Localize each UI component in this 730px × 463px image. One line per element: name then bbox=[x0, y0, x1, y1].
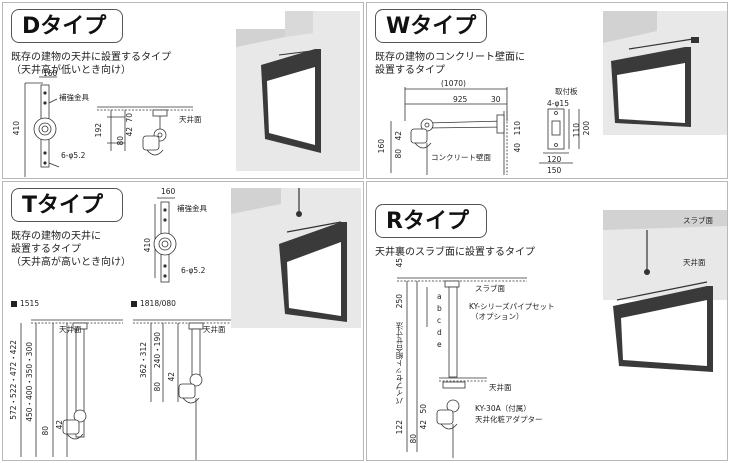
w-dim-40: 40 bbox=[513, 143, 522, 153]
r-type-drawings bbox=[397, 210, 727, 458]
w-dim-1070: (1070) bbox=[441, 79, 466, 88]
d-label-ceiling: 天井面 bbox=[179, 115, 202, 124]
t-dim-42b: 42 bbox=[167, 372, 176, 382]
t-model-b: 1818/080 bbox=[131, 299, 176, 308]
w-type-panel: Wタイプ 既存の建物のコンクリート壁面に 設置するタイプ bbox=[366, 2, 728, 179]
t-type-drawings bbox=[20, 188, 361, 460]
d-type-panel: Dタイプ 既存の建物の天井に設置するタイプ （天井高が低いとき向け） bbox=[2, 2, 364, 179]
r-type-panel: Rタイプ 天井裏のスラブ面に設置するタイプ bbox=[366, 181, 728, 461]
r-label-option: （オプション） bbox=[471, 312, 524, 321]
t-label-reinforce: 補強金具 bbox=[177, 204, 207, 213]
w-label-hole: 4-φ15 bbox=[547, 99, 569, 108]
d-type-description: 既存の建物の天井に設置するタイプ （天井高が低いとき向け） bbox=[11, 52, 171, 76]
r-letter-b: b bbox=[437, 304, 442, 313]
d-label-reinforce: 補強金具 bbox=[59, 93, 89, 102]
r-label-pipe-side: パイプセット組合せ寸法 bbox=[395, 322, 404, 405]
r-label-adapter: 天井化粧アダプター bbox=[475, 415, 543, 424]
t-dim-160: 160 bbox=[161, 187, 176, 196]
r-label-ceiling: 天井面 bbox=[489, 383, 512, 392]
t-label-ceiling-a: 天井面 bbox=[59, 325, 82, 334]
r-dim-250: 250 bbox=[395, 294, 404, 309]
d-dim-192: 192 bbox=[94, 123, 103, 138]
r-letter-d: d bbox=[437, 328, 442, 337]
d-label-hole: 6-φ5.2 bbox=[61, 151, 86, 160]
r-letter-c: c bbox=[437, 316, 442, 325]
r-letter-a: a bbox=[437, 292, 442, 301]
d-type-title: Dタイプ bbox=[11, 9, 123, 43]
r-dim-50: 50 bbox=[419, 404, 428, 414]
r-letter-e: e bbox=[437, 340, 442, 349]
w-dim-200: 200 bbox=[582, 121, 591, 136]
t-dim-42: 42 bbox=[55, 420, 64, 430]
d-dim-70: 70 bbox=[125, 113, 134, 123]
r-dim-42: 42 bbox=[419, 420, 428, 430]
w-dim-160: 160 bbox=[377, 139, 386, 154]
d-dim-160: 160 bbox=[43, 69, 58, 78]
r-label-slab-photo: スラブ面 bbox=[683, 216, 713, 225]
w-dim-110a: 110 bbox=[513, 121, 522, 136]
r-type-description: 天井裏のスラブ面に設置するタイプ bbox=[375, 247, 535, 258]
r-type-title: Rタイプ bbox=[375, 204, 487, 238]
r-dim-122: 122 bbox=[395, 420, 404, 435]
r-label-pipe-set: KY-シリーズパイプセット bbox=[469, 302, 555, 311]
t-label-hole: 6-φ5.2 bbox=[181, 266, 206, 275]
r-label-ky30a: KY-30A（付属） bbox=[475, 404, 531, 413]
r-label-ceiling-photo: 天井面 bbox=[683, 258, 706, 267]
t-dim-c: 362・312 bbox=[139, 342, 148, 379]
t-type-description: 既存の建物の天井に 設置するタイプ （天井高が高いとき向け） bbox=[11, 231, 131, 268]
r-label-slab: スラブ面 bbox=[475, 284, 505, 293]
w-dim-30: 30 bbox=[491, 95, 501, 104]
t-type-panel: Tタイプ 既存の建物の天井に 設置するタイプ （天井高が高いとき向け） bbox=[2, 181, 364, 461]
t-dim-d: 240・190 bbox=[153, 332, 162, 369]
w-dim-120: 120 bbox=[547, 155, 562, 164]
d-dim-80: 80 bbox=[116, 136, 125, 146]
w-dim-42: 42 bbox=[394, 131, 403, 141]
d-dim-42: 42 bbox=[125, 127, 134, 137]
t-dim-b: 450・400・350・300 bbox=[25, 342, 34, 422]
d-type-drawings bbox=[24, 11, 360, 177]
d-dim-410: 410 bbox=[12, 121, 21, 136]
r-dim-45: 45 bbox=[395, 258, 404, 268]
w-dim-150: 150 bbox=[547, 166, 562, 175]
w-label-mount-plate: 取付板 bbox=[555, 87, 578, 96]
t-model-a: 1515 bbox=[11, 299, 39, 308]
w-type-drawings bbox=[390, 11, 727, 175]
t-label-ceiling-b: 天井面 bbox=[203, 325, 226, 334]
w-dim-80: 80 bbox=[394, 149, 403, 159]
t-type-title: Tタイプ bbox=[11, 188, 123, 222]
t-dim-80: 80 bbox=[41, 426, 50, 436]
w-type-description: 既存の建物のコンクリート壁面に 設置するタイプ bbox=[375, 52, 525, 76]
r-dim-80: 80 bbox=[409, 434, 418, 444]
w-type-title: Wタイプ bbox=[375, 9, 487, 43]
t-dim-410: 410 bbox=[143, 238, 152, 253]
t-dim-80b: 80 bbox=[153, 382, 162, 392]
w-label-wall: コンクリート壁面 bbox=[431, 153, 491, 162]
w-dim-110b: 110 bbox=[572, 123, 581, 138]
w-dim-925: 925 bbox=[453, 95, 468, 104]
t-dim-a: 572・522・472・422 bbox=[9, 340, 18, 420]
